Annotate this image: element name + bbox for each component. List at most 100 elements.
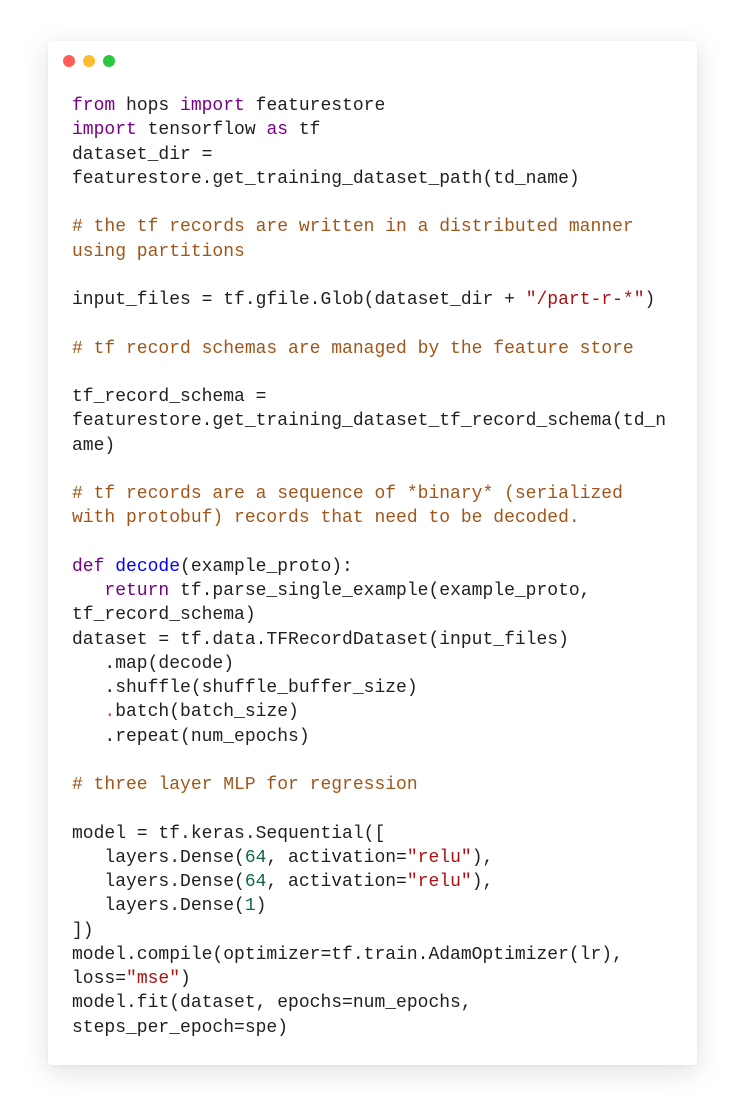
code-token: . — [104, 702, 116, 723]
code-token: "/part-r-*" — [525, 290, 645, 310]
code-token: featurestore.get_training_dataset_path(t… — [72, 168, 580, 189]
code-line — [72, 531, 666, 555]
code-line: .batch(batch_size) — [72, 700, 666, 724]
code-line: ]) — [72, 919, 666, 943]
code-token: 1 — [244, 896, 256, 917]
code-line: from hops import featurestore — [72, 94, 666, 118]
code-line: featurestore.get_training_dataset_path(t… — [72, 167, 666, 191]
code-line: import tensorflow as tf — [72, 118, 666, 142]
code-token: , activation= — [266, 847, 407, 868]
code-line — [72, 361, 666, 385]
code-token: layers.Dense( — [72, 896, 245, 917]
code-token: return — [104, 581, 170, 601]
code-token: def — [72, 556, 105, 577]
code-token: ), — [471, 872, 494, 892]
code-line: layers.Dense(1) — [72, 894, 666, 918]
code-token — [72, 702, 104, 722]
code-token: .shuffle(shuffle_buffer_size) — [72, 678, 418, 698]
code-line — [72, 264, 666, 288]
code-token: , activation= — [266, 872, 407, 892]
code-token: tensorflow — [136, 120, 267, 141]
code-line: .map(decode) — [72, 652, 666, 676]
code-token: 64 — [244, 847, 267, 868]
close-dot-icon[interactable] — [63, 55, 75, 67]
code-token: hops — [115, 96, 181, 116]
code-token: ]) — [72, 920, 94, 941]
code-token: ), — [471, 847, 494, 868]
code-token: .repeat(num_epochs) — [72, 726, 310, 747]
code-token: model = tf.keras.Sequential([ — [72, 823, 386, 844]
code-token: # tf record schemas are managed by the f… — [72, 338, 634, 359]
code-token: dataset_dir = — [72, 144, 213, 165]
minimize-dot-icon[interactable] — [83, 55, 95, 67]
code-token: tf_record_schema = — [72, 387, 267, 407]
code-token: using partitions — [72, 241, 245, 262]
code-line: dataset = tf.data.TFRecordDataset(input_… — [72, 628, 666, 652]
code-token: layers.Dense( — [72, 847, 245, 868]
code-line: .repeat(num_epochs) — [72, 725, 666, 749]
code-token: with protobuf) records that need to be d… — [72, 508, 580, 529]
code-token: dataset = tf.data.TFRecordDataset(input_… — [72, 629, 569, 650]
code-token: steps_per_epoch=spe) — [72, 1017, 289, 1038]
code-line: tf_record_schema = — [72, 385, 666, 409]
code-token: model.compile(optimizer=tf.train.AdamOpt… — [72, 944, 623, 965]
code-token: as — [266, 120, 289, 141]
code-token: featurestore — [244, 96, 386, 116]
code-line: def decode(example_proto): — [72, 555, 666, 579]
code-line: return tf.parse_single_example(example_p… — [72, 579, 666, 603]
code-line: dataset_dir = — [72, 143, 666, 167]
code-line — [72, 797, 666, 821]
code-token: .map(decode) — [72, 653, 235, 674]
code-token: ) — [180, 969, 191, 989]
code-token: # tf records are a sequence of *binary* … — [72, 484, 623, 504]
code-token: # the tf records are written in a distri… — [72, 217, 634, 238]
code-token: decode — [115, 556, 181, 577]
code-token: ame) — [72, 435, 116, 456]
code-token: loss= — [72, 969, 127, 989]
code-line: with protobuf) records that need to be d… — [72, 506, 666, 530]
code-token — [72, 581, 104, 601]
maximize-dot-icon[interactable] — [103, 55, 115, 67]
code-line: # tf record schemas are managed by the f… — [72, 337, 666, 361]
code-token: (example_proto): — [180, 556, 353, 577]
code-token: from — [72, 96, 116, 116]
code-line: ame) — [72, 434, 666, 458]
code-line: layers.Dense(64, activation="relu"), — [72, 870, 666, 894]
code-line: input_files = tf.gfile.Glob(dataset_dir … — [72, 288, 666, 312]
code-token: import — [180, 96, 245, 116]
code-line: # three layer MLP for regression — [72, 773, 666, 797]
code-token: input_files = tf.gfile.Glob(dataset_dir … — [72, 290, 526, 310]
code-token: batch(batch_size) — [115, 702, 299, 723]
code-token: ) — [255, 896, 267, 917]
code-token: tf.parse_single_example(example_proto, — [169, 581, 591, 601]
code-line: layers.Dense(64, activation="relu"), — [72, 846, 666, 870]
code-line — [72, 312, 666, 336]
code-line — [72, 458, 666, 482]
code-line: tf_record_schema) — [72, 603, 666, 627]
window-controls — [63, 55, 115, 67]
code-token: import — [72, 120, 137, 141]
code-line: model = tf.keras.Sequential([ — [72, 822, 666, 846]
code-line: model.compile(optimizer=tf.train.AdamOpt… — [72, 943, 666, 967]
code-line: using partitions — [72, 240, 666, 264]
code-token: "mse" — [126, 969, 181, 989]
code-line: # tf records are a sequence of *binary* … — [72, 482, 666, 506]
code-token: "relu" — [406, 847, 472, 868]
code-token: # three layer MLP for regression — [72, 775, 418, 795]
code-token: tf — [288, 120, 321, 141]
code-token: ) — [644, 290, 656, 310]
code-line: # the tf records are written in a distri… — [72, 215, 666, 239]
code-line — [72, 749, 666, 773]
code-token: "relu" — [406, 872, 472, 892]
code-line: loss="mse") — [72, 967, 666, 991]
code-line: featurestore.get_training_dataset_tf_rec… — [72, 409, 666, 433]
code-line: .shuffle(shuffle_buffer_size) — [72, 676, 666, 700]
code-line — [72, 191, 666, 215]
code-line: model.fit(dataset, epochs=num_epochs, — [72, 991, 666, 1015]
code-token: 64 — [244, 872, 267, 892]
code-token: model.fit(dataset, epochs=num_epochs, — [72, 993, 472, 1014]
code-token: tf_record_schema) — [72, 605, 256, 626]
code-token — [104, 557, 115, 577]
